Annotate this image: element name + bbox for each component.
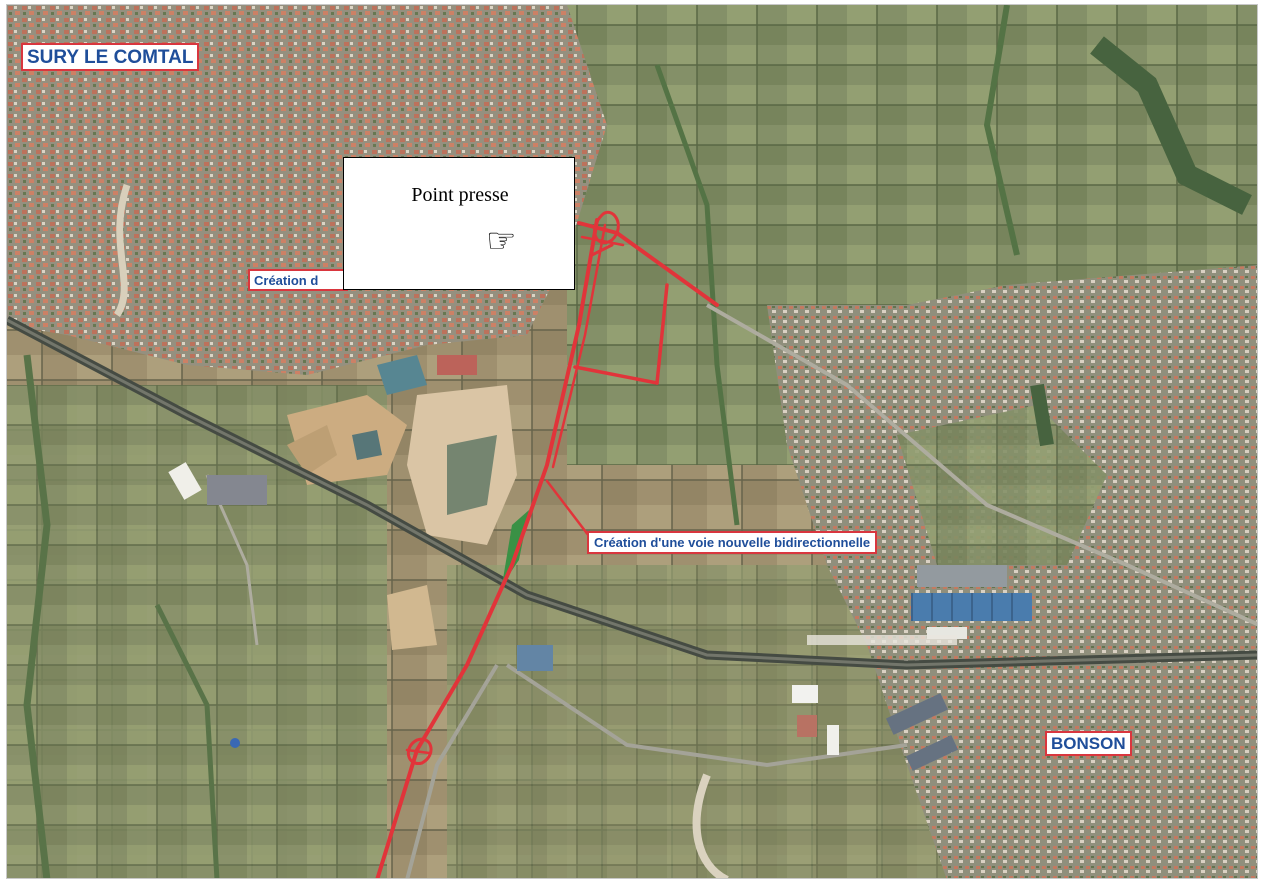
point-presse-callout: Point presse ☞	[343, 157, 575, 290]
label-new-road: Création d'une voie nouvelle bidirection…	[587, 531, 878, 554]
label-bonson: BONSON	[1045, 731, 1132, 756]
aerial-map: SURY LE COMTAL Création d Création d'une…	[6, 4, 1258, 879]
callout-title: Point presse	[411, 184, 509, 206]
label-sury-le-comtal: SURY LE COMTAL	[21, 43, 200, 71]
pointing-hand-icon: ☞	[486, 221, 517, 261]
label-creation-partial: Création d	[248, 269, 348, 291]
